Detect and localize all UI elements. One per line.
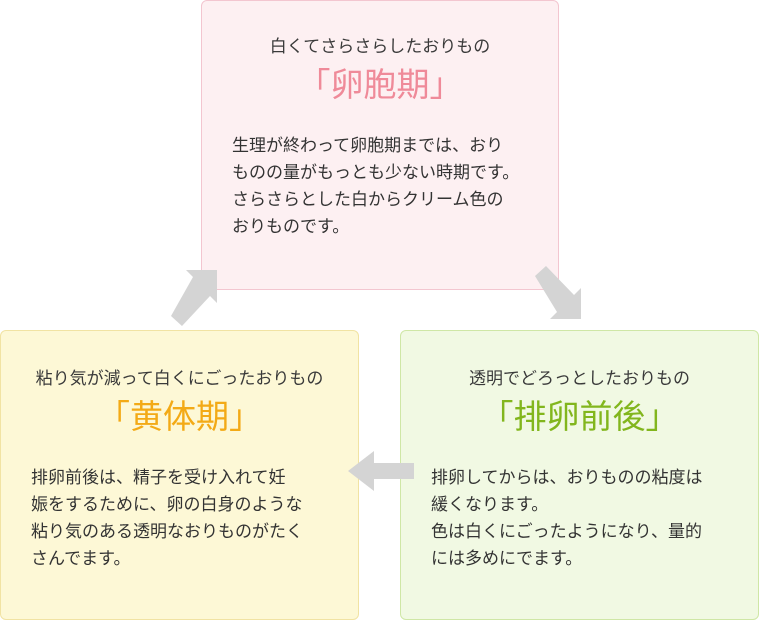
follicular-description: 生理が終わって卵胞期までは、おり ものの量がもっとも少ない時期です。 さらさらと… [232,136,520,237]
arrow-left-icon [348,451,414,491]
luteal-description: 排卵前後は、精子を受け入れて妊 娠をするために、卵の白身のような 粘り気のある透… [31,468,303,569]
ovulation-phase-card: 透明でどろっとしたおりもの 「排卵前後」 排卵してからは、おりものの粘度は 緩く… [400,330,759,620]
luteal-phase-card: 粘り気が減って白くにごったおりもの 「黄体期」 排卵前後は、精子を受け入れて妊 … [0,330,359,620]
follicular-title: 「卵胞期」 [297,65,463,104]
luteal-subtitle: 粘り気が減って白くにごったおりもの [35,369,324,389]
arrow-up-right-icon [171,270,217,326]
follicular-subtitle: 白くてさらさらしたおりもの [269,37,491,57]
luteal-title: 「黄体期」 [97,397,262,436]
ovulation-description: 排卵してからは、おりものの粘度は 緩くなります。 色は白くにごったようになり、量… [431,468,703,569]
ovulation-title: 「排卵前後」 [480,397,679,436]
arrow-down-right-icon [535,266,581,319]
follicular-phase-card: 白くてさらさらしたおりもの 「卵胞期」 生理が終わって卵胞期までは、おり ものの… [201,0,559,290]
ovulation-subtitle: 透明でどろっとしたおりもの [469,369,690,389]
